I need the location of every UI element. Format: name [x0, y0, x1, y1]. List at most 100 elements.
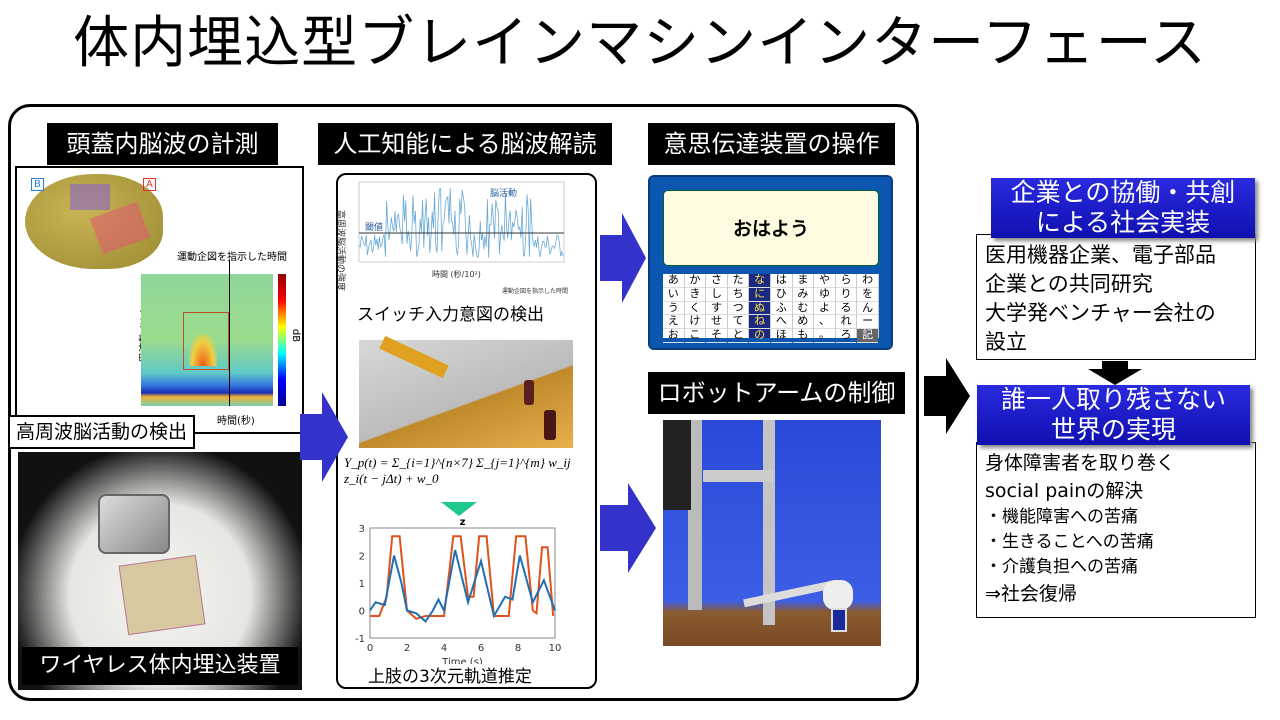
kana-key[interactable]: ま	[792, 273, 814, 288]
kana-key[interactable]: ち	[727, 287, 749, 302]
kana-key[interactable]: な	[749, 273, 770, 288]
brain-image	[25, 174, 163, 269]
kana-key[interactable]: て	[727, 315, 749, 330]
signal-legend: 脳活動	[490, 189, 518, 199]
kana-column[interactable]: まみむめも	[792, 273, 815, 343]
kana-key[interactable]: 記	[857, 328, 878, 343]
kana-column[interactable]: やゆよ、。	[814, 273, 836, 343]
robot-arm-sim-image	[359, 335, 573, 448]
kana-column[interactable]: あいうえお	[663, 273, 685, 343]
kana-key[interactable]: 。	[814, 328, 835, 343]
x-axis-label: Time (s)	[441, 657, 483, 664]
switch-caption: スイッチ入力意図の検出	[357, 305, 544, 325]
section-header-decode: 人工知能による脳波解読	[318, 123, 612, 165]
box2-bullet: ・生きることへの苦痛	[985, 532, 1154, 552]
arrow-right-icon	[924, 358, 970, 434]
kana-key[interactable]: 、	[814, 315, 835, 330]
heading2-line: 誰一人取り残さない	[1000, 385, 1226, 414]
heading-inclusive-society: 誰一人取り残さない 世界の実現	[977, 385, 1250, 445]
kana-key[interactable]: り	[835, 287, 857, 302]
kana-key[interactable]: る	[835, 301, 857, 316]
kana-key[interactable]: き	[684, 287, 706, 302]
y-tick-label: 2	[359, 552, 365, 563]
kana-key[interactable]: の	[749, 328, 770, 343]
section-header-measure: 頭蓋内脳波の計測	[47, 123, 278, 165]
communication-device: おはよう あいうえおかきくけこさしすせそたちつてとなにぬねのはひふへほまみむめも…	[648, 175, 893, 350]
kana-key[interactable]: ぬ	[749, 301, 770, 316]
kana-key[interactable]: む	[792, 301, 814, 316]
kana-key[interactable]: み	[792, 287, 814, 302]
kana-key[interactable]: へ	[770, 315, 792, 330]
highlight-box	[183, 312, 229, 370]
inclusive-society-box: 身体障害者を取り巻く social painの解決 ・機能障害への苦痛 ・生きる…	[976, 442, 1256, 618]
signal-ylabel: 高周波脳活動の強度	[335, 210, 345, 292]
x-tick-label: 10	[549, 643, 562, 654]
kana-key[interactable]: ほ	[770, 328, 792, 343]
kana-column[interactable]: らりるれろ	[835, 273, 858, 343]
box1-line: 設立	[985, 330, 1027, 354]
kana-key[interactable]: よ	[814, 301, 835, 316]
kana-key[interactable]: ん	[857, 301, 878, 316]
kana-key[interactable]: は	[770, 273, 792, 288]
kana-key[interactable]: と	[727, 328, 749, 343]
kana-key[interactable]: え	[663, 315, 684, 330]
kana-key[interactable]: を	[857, 287, 878, 302]
kana-key[interactable]: ひ	[770, 287, 792, 302]
kana-key[interactable]: つ	[727, 301, 749, 316]
heading1-line: 企業との協働・共創	[1010, 178, 1236, 207]
kana-key[interactable]: ふ	[770, 301, 792, 316]
kana-key[interactable]: う	[663, 301, 684, 316]
kana-key[interactable]: ゆ	[814, 287, 835, 302]
kana-key[interactable]: も	[792, 328, 814, 343]
monitor	[663, 420, 691, 510]
kana-key[interactable]: ね	[749, 315, 770, 330]
social-implementation-box: 医用機器企業、電子部品 企業との共同研究 大学発ベンチャー会社の 設立	[976, 234, 1256, 360]
kana-column[interactable]: はひふへほ	[770, 273, 793, 343]
kana-key[interactable]: に	[749, 287, 770, 302]
kana-key[interactable]: す	[706, 301, 727, 316]
box2-line: 身体障害者を取り巻く	[985, 452, 1176, 474]
kana-key[interactable]: そ	[706, 328, 727, 343]
box2-bullet: ・機能障害への苦痛	[985, 507, 1138, 527]
chart-title: z	[460, 517, 466, 528]
signal-threshold-label: 閾値	[365, 223, 384, 233]
kana-key[interactable]: あ	[663, 273, 684, 288]
kana-key[interactable]: さ	[706, 273, 727, 288]
kana-key[interactable]: れ	[835, 315, 857, 330]
signal-trace	[358, 187, 564, 260]
heading-social-implementation: 企業との協働・共創 による社会実装	[991, 178, 1255, 238]
robot-frame-beam	[703, 470, 773, 482]
kana-column[interactable]: なにぬねの	[749, 273, 771, 343]
kana-key[interactable]: お	[663, 328, 684, 343]
kana-column[interactable]: さしすせそ	[706, 273, 728, 343]
spectrogram	[141, 260, 273, 406]
kana-key[interactable]: め	[792, 315, 814, 330]
kana-key[interactable]: ら	[835, 273, 857, 288]
kana-key[interactable]: や	[814, 273, 835, 288]
y-tick-label: 0	[359, 607, 365, 618]
can	[831, 608, 847, 632]
spectrogram-title: 運動企図を指示した時間	[177, 252, 287, 263]
kana-column[interactable]: わをんー記	[857, 273, 879, 343]
kana-key[interactable]: ろ	[835, 328, 857, 343]
kana-key[interactable]: わ	[857, 273, 878, 288]
kana-column[interactable]: たちつてと	[727, 273, 750, 343]
spectrogram-xlabel: 時間(秒)	[217, 416, 255, 427]
colorbar-label: dB	[290, 328, 302, 343]
kana-key[interactable]: か	[684, 273, 706, 288]
kana-key[interactable]: い	[663, 287, 684, 302]
x-tick-label: 0	[367, 643, 373, 654]
kana-key[interactable]: く	[684, 301, 706, 316]
kana-key[interactable]: ー	[857, 315, 878, 330]
kana-key[interactable]: こ	[684, 328, 706, 343]
kana-key[interactable]: け	[684, 315, 706, 330]
box2-line: social painの解決	[985, 480, 1144, 502]
kana-column[interactable]: かきくけこ	[684, 273, 707, 343]
trajectory-caption: 上肢の3次元軌道推定	[368, 667, 532, 687]
box2-bullet: ・介護負担への苦痛	[985, 557, 1138, 577]
kana-key[interactable]: し	[706, 287, 727, 302]
kana-key[interactable]: た	[727, 273, 749, 288]
robot-frame-pole	[688, 420, 702, 610]
sim-cup	[524, 380, 534, 405]
kana-key[interactable]: せ	[706, 315, 727, 330]
